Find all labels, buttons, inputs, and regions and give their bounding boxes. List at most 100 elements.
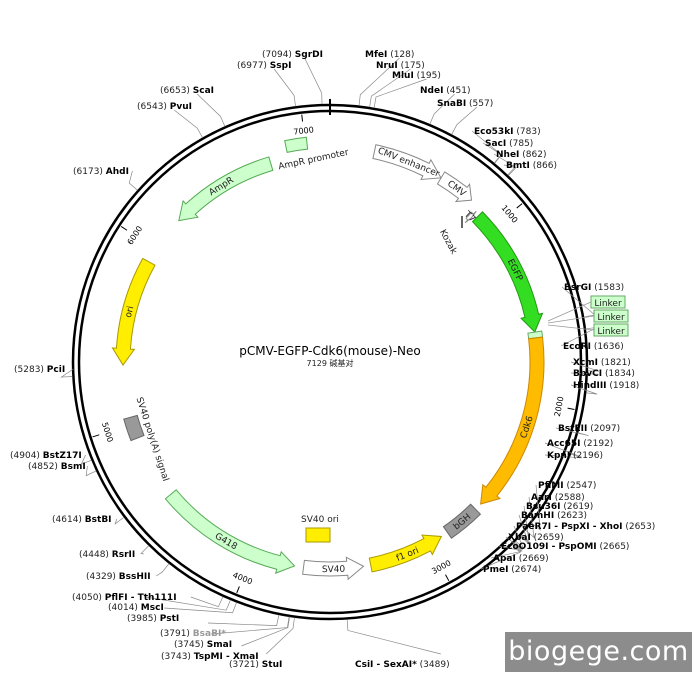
restriction-site-label: (4014) MscI xyxy=(108,603,164,613)
site-position: (128) xyxy=(387,50,414,60)
site-enzyme-name: BstBI xyxy=(85,515,112,525)
site-leader-line xyxy=(451,106,478,135)
site-leader-lines xyxy=(60,57,599,655)
site-leader-line xyxy=(173,109,203,138)
sv40-polya-label: SV40 poly(A) signal xyxy=(134,396,171,483)
site-enzyme-name: BsaBI* xyxy=(193,629,226,639)
site-enzyme-name: BbvCI xyxy=(573,369,602,379)
site-enzyme-name: Bsu36I xyxy=(526,502,561,512)
site-enzyme-name: SspI xyxy=(270,61,292,71)
site-enzyme-name: SnaBI xyxy=(437,99,466,109)
site-leader-line xyxy=(358,57,400,106)
site-leader-line xyxy=(373,78,427,108)
site-enzyme-name: PmeI xyxy=(483,565,508,575)
site-position: (7094) xyxy=(262,50,295,60)
site-enzyme-name: XcmI xyxy=(573,358,598,368)
linker-leader-3 xyxy=(547,324,595,331)
site-leader-line xyxy=(369,68,411,108)
site-leader-line xyxy=(531,484,541,531)
restriction-site-label: (3721) StuI xyxy=(229,660,282,670)
site-enzyme-name: ApaI xyxy=(493,554,516,564)
site-enzyme-name: StuI xyxy=(262,660,283,670)
site-enzyme-name: PaeR7I - PspXI - XhoI xyxy=(516,522,622,532)
site-enzyme-name: Eco53kI xyxy=(474,127,514,137)
linker-group: Linker Linker Linker xyxy=(547,295,629,337)
site-leader-line xyxy=(80,454,92,465)
site-leader-line xyxy=(480,544,521,570)
site-enzyme-name: SgrDI xyxy=(295,50,323,60)
site-leader-line xyxy=(304,57,323,105)
site-leader-line xyxy=(140,545,150,555)
site-position: (1918) xyxy=(607,381,640,391)
site-leader-line xyxy=(346,619,441,655)
restriction-site-label: XcmI (1821) xyxy=(573,358,631,368)
site-enzyme-name: NruI xyxy=(376,61,398,71)
site-leader-line xyxy=(145,596,231,611)
restriction-site-label: NdeI (451) xyxy=(420,86,471,96)
map-subtitle: 7129 碱基对 xyxy=(307,358,354,368)
restriction-site-label: (3985) PstI xyxy=(127,614,179,624)
site-position: (2097) xyxy=(587,424,620,434)
site-leader-line xyxy=(241,616,290,647)
site-enzyme-name: BsrGI xyxy=(564,283,591,293)
site-leader-line xyxy=(555,427,589,437)
site-leader-line xyxy=(520,505,530,544)
feature-ampr xyxy=(178,156,274,222)
tick-label: 2000 xyxy=(553,396,566,418)
site-leader-line xyxy=(570,372,599,375)
site-enzyme-name: RsrII xyxy=(112,550,135,560)
restriction-site-label: BbvCI (1834) xyxy=(573,369,635,379)
site-leader-line xyxy=(518,514,530,545)
map-title: pCMV-EGFP-Cdk6(mouse)-Neo xyxy=(239,344,421,358)
site-position: (1583) xyxy=(591,283,624,293)
restriction-site-label: XbaI (2659) xyxy=(508,533,564,543)
site-position: (5283) xyxy=(14,365,47,375)
site-enzyme-name: MscI xyxy=(141,603,164,613)
site-position: (2674) xyxy=(508,565,541,575)
site-position: (4614) xyxy=(52,515,85,525)
tick-label: 1000 xyxy=(499,203,519,224)
restriction-site-label: (6653) ScaI xyxy=(160,86,214,96)
restriction-site-label: (4852) BsmI xyxy=(28,462,86,472)
site-enzyme-name: CsiI - SexAI* xyxy=(355,660,417,670)
site-leader-line xyxy=(570,384,598,395)
site-position: (6977) xyxy=(237,61,270,71)
plasmid-backbone xyxy=(71,99,589,621)
site-leader-line xyxy=(493,153,516,176)
tick-label: 5000 xyxy=(100,421,115,443)
site-leader-line xyxy=(196,93,226,127)
site-enzyme-name: BmtI xyxy=(506,161,530,171)
restriction-site-label: ApaI (2669) xyxy=(493,554,549,564)
site-leader-line xyxy=(273,68,296,107)
restriction-site-label: (5283) PciI xyxy=(14,365,65,375)
tick-label: 6000 xyxy=(126,224,145,246)
restriction-site-label: (3743) TspMI - XmaI xyxy=(161,652,259,662)
feature-cmv xyxy=(436,171,473,203)
feature-g418 xyxy=(164,489,296,574)
restriction-site-label: Acc65I (2192) xyxy=(547,439,613,449)
site-enzyme-name: NdeI xyxy=(420,86,443,96)
site-enzyme-name: EcoO109I - PspOMI xyxy=(501,542,597,552)
site-position: (2659) xyxy=(531,533,564,543)
kozak-label: Kozak xyxy=(437,228,459,257)
site-position: (785) xyxy=(506,139,533,149)
site-enzyme-name: SacI xyxy=(485,139,506,149)
site-enzyme-name: KpnI xyxy=(547,451,570,461)
site-enzyme-name: AhdI xyxy=(106,167,129,177)
site-leader-line xyxy=(505,536,523,551)
site-position: (557) xyxy=(466,99,493,109)
site-position: (6543) xyxy=(137,102,170,112)
restriction-site-label: (4614) BstBI xyxy=(52,515,112,525)
site-leader-line xyxy=(114,516,125,525)
restriction-site-label: MfeI (128) xyxy=(365,50,414,60)
sv40-ori-box xyxy=(305,527,331,543)
site-position: (2192) xyxy=(581,439,614,449)
tick-mark xyxy=(445,574,450,582)
restriction-site-label: PaeR7I - PspXI - XhoI (2653) xyxy=(516,522,655,532)
restriction-site-label: Bsu36I (2619) xyxy=(526,502,593,512)
restriction-site-label: (4904) BstZ17I xyxy=(10,451,82,461)
site-leader-line xyxy=(544,453,582,459)
site-position: (1821) xyxy=(598,358,631,368)
site-enzyme-name: ScaI xyxy=(193,86,214,96)
site-enzyme-name: MluI xyxy=(392,71,414,81)
